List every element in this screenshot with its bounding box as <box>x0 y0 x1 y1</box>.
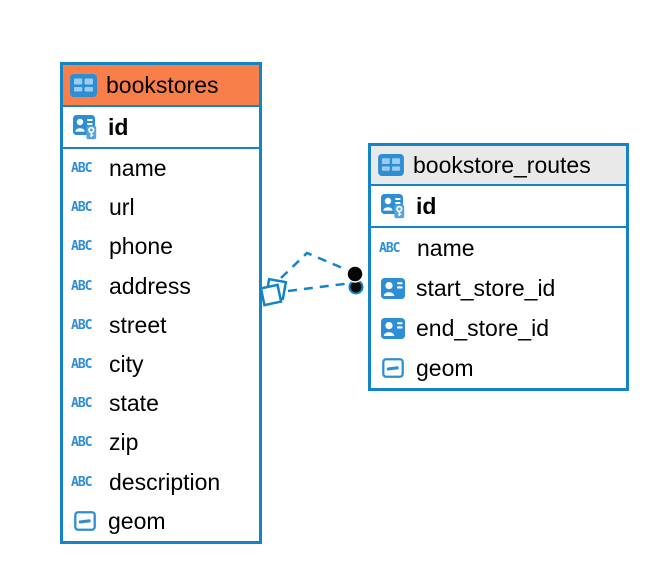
column-list: ABC name start_store_id end_store_id geo… <box>371 228 626 388</box>
column-row-id[interactable]: id <box>63 107 259 149</box>
column-name: phone <box>109 233 173 260</box>
text-type-icon: ABC <box>71 200 92 216</box>
column-row-street[interactable]: ABC street <box>63 306 259 345</box>
text-type-icon: ABC <box>71 239 92 255</box>
column-row-address[interactable]: ABC address <box>63 267 259 306</box>
column-row-state[interactable]: ABC state <box>63 384 259 423</box>
column-name: url <box>109 194 135 221</box>
connector-endpoint-dot-lower <box>348 279 364 295</box>
column-name: street <box>109 311 167 338</box>
text-type-icon: ABC <box>71 357 92 373</box>
geometry-type-icon <box>70 511 100 531</box>
foreign-key-person-icon <box>378 318 408 339</box>
table-icon <box>378 154 404 176</box>
text-type-icon: ABC <box>379 240 400 256</box>
column-name: end_store_id <box>416 314 549 341</box>
column-row-geom[interactable]: geom <box>63 502 259 541</box>
text-type-icon: ABC <box>71 161 92 177</box>
text-type-icon: ABC <box>71 435 92 451</box>
column-row-end-store-id[interactable]: end_store_id <box>371 308 626 348</box>
connector-endpoint-dot-upper <box>346 265 364 283</box>
geometry-type-icon <box>378 358 408 378</box>
table-name: bookstores <box>106 71 219 98</box>
column-row-city[interactable]: ABC city <box>63 345 259 384</box>
column-row-start-store-id[interactable]: start_store_id <box>371 268 626 308</box>
primary-key-icon <box>378 194 408 219</box>
column-name: zip <box>109 429 139 456</box>
column-row-phone[interactable]: ABC phone <box>63 227 259 266</box>
table-name: bookstore_routes <box>413 151 591 178</box>
column-row-url[interactable]: ABC url <box>63 188 259 227</box>
column-name: id <box>108 113 129 140</box>
column-row-name[interactable]: ABC name <box>63 149 259 188</box>
column-name: name <box>109 155 167 182</box>
column-list: ABC name ABC url ABC phone ABC address A… <box>63 149 259 541</box>
column-name: name <box>417 234 475 261</box>
column-name: state <box>109 390 159 417</box>
table-bookstores[interactable]: bookstores id ABC name ABC url ABC phone… <box>60 62 262 544</box>
column-row-description[interactable]: ABC description <box>63 463 259 502</box>
column-name: start_store_id <box>416 274 556 301</box>
column-row-geom[interactable]: geom <box>371 348 626 388</box>
table-header-bookstores[interactable]: bookstores <box>63 65 259 107</box>
primary-key-icon <box>70 115 100 140</box>
text-type-icon: ABC <box>71 278 92 294</box>
column-name: geom <box>416 354 474 381</box>
text-type-icon: ABC <box>71 317 92 333</box>
connector-diamond-markers <box>259 277 288 307</box>
column-name: description <box>109 468 221 495</box>
connector-line-top[interactable] <box>280 251 353 279</box>
foreign-key-person-icon <box>378 278 408 299</box>
column-name: id <box>416 192 437 219</box>
table-icon <box>70 74 97 97</box>
table-bookstore-routes[interactable]: bookstore_routes id ABC name start_store… <box>368 143 629 391</box>
column-name: geom <box>108 507 166 534</box>
text-type-icon: ABC <box>71 474 92 490</box>
column-row-zip[interactable]: ABC zip <box>63 423 259 462</box>
connector-line-bottom[interactable] <box>287 281 353 293</box>
text-type-icon: ABC <box>71 396 92 412</box>
column-name: address <box>109 272 191 299</box>
column-row-name[interactable]: ABC name <box>371 228 626 268</box>
column-name: city <box>109 351 144 378</box>
column-row-id[interactable]: id <box>371 186 626 228</box>
table-header-bookstore-routes[interactable]: bookstore_routes <box>371 146 626 186</box>
